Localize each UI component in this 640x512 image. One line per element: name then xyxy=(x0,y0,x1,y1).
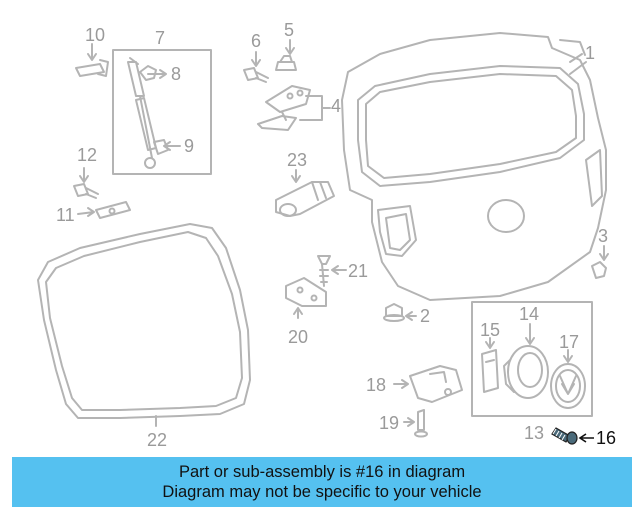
callout-12: 12 xyxy=(77,145,98,165)
bracket-part-11 xyxy=(95,201,131,219)
parts-diagram xyxy=(37,32,609,445)
hinge-part-4 xyxy=(257,85,311,131)
callout-23: 23 xyxy=(287,150,308,170)
support-strut-part-7 xyxy=(112,49,212,175)
handle-part-23 xyxy=(275,181,335,217)
banner-line-part: Part or sub-assembly is #16 in diagram xyxy=(178,463,466,481)
screw-part-19 xyxy=(414,409,428,438)
bumper-part-2 xyxy=(383,303,405,322)
callout-11: 11 xyxy=(56,205,75,225)
callout-7: 7 xyxy=(155,28,166,48)
callout-6: 6 xyxy=(251,31,262,51)
callout-2: 2 xyxy=(420,306,431,326)
callout-22: 22 xyxy=(147,430,168,450)
highlighted-bolt-part-16[interactable] xyxy=(551,427,594,445)
striker-part-20 xyxy=(285,277,327,307)
callout-8: 8 xyxy=(171,64,182,84)
callout-1: 1 xyxy=(585,43,596,63)
bumper-part-3 xyxy=(591,261,607,279)
emblem-part-17 xyxy=(550,363,586,409)
callout-15: 15 xyxy=(480,320,501,340)
nut-part-5 xyxy=(275,55,297,71)
callout-20: 20 xyxy=(288,327,309,347)
lock-assembly-part-13 xyxy=(471,301,593,417)
callout-21: 21 xyxy=(348,261,369,281)
callout-3: 3 xyxy=(598,226,609,246)
callout-10: 10 xyxy=(85,25,106,45)
lock-cylinder-part-14 xyxy=(503,345,549,399)
callout-4: 4 xyxy=(331,96,342,116)
banner-line-disclaimer: Diagram may not be specific to your vehi… xyxy=(162,483,482,501)
liftgate-part-1 xyxy=(341,32,607,301)
callout-5: 5 xyxy=(284,20,295,40)
callout-16[interactable]: 16 xyxy=(596,428,617,448)
callout-19: 19 xyxy=(379,413,400,433)
callout-14: 14 xyxy=(519,304,540,324)
pin-part-10 xyxy=(75,59,109,77)
callout-9: 9 xyxy=(184,136,195,156)
info-banner: Part or sub-assembly is #16 in diagram D… xyxy=(12,457,632,507)
screw-part-21 xyxy=(317,255,331,287)
callout-17: 17 xyxy=(559,332,580,352)
bolt-part-12 xyxy=(73,183,99,199)
weatherstrip-part-22 xyxy=(37,223,251,419)
callout-18: 18 xyxy=(366,375,387,395)
bolt-part-6 xyxy=(243,67,269,83)
switch-part-15 xyxy=(481,349,499,393)
leader-lines xyxy=(77,39,609,427)
callout-13: 13 xyxy=(524,423,545,443)
lock-actuator-part-18 xyxy=(409,365,463,403)
